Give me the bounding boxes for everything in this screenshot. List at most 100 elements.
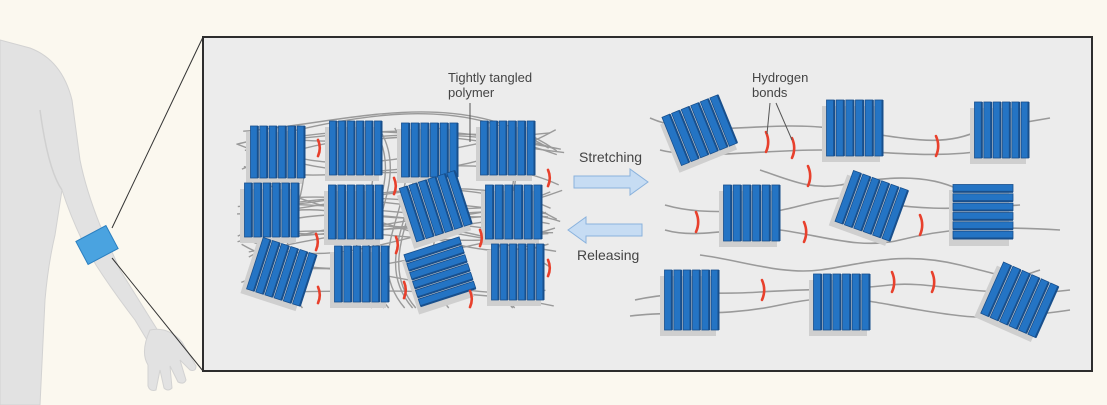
crystal-lamella (374, 184, 383, 240)
crystal-lamella (498, 120, 507, 176)
crystal-lamella-edge (434, 176, 454, 231)
crystal-lamella (523, 184, 533, 240)
polymer-crystal-block-icon (481, 184, 543, 245)
crystal-lamella-edge (1025, 281, 1050, 334)
crystal-lamella (346, 184, 355, 240)
crystal-lamella-edge (1027, 102, 1030, 158)
crystal-lamella-edge (708, 270, 711, 330)
crystal-lamella-edge (533, 121, 536, 175)
crystal-lamella (701, 269, 710, 331)
crystal-lamella (952, 221, 1014, 230)
crystal-lamella (338, 120, 346, 176)
hydrogen-bond-icon (316, 138, 322, 158)
crystal-lamella (500, 243, 508, 301)
crystal-lamella-edge (542, 244, 545, 300)
polymer-crystal-block-icon (719, 184, 781, 247)
crystal-lamella (337, 184, 346, 240)
hydrogen-bond-icon (316, 285, 322, 305)
crystal-lamella (509, 243, 517, 301)
crystal-lamella-edge (492, 185, 495, 239)
zoom-line-bottom (111, 257, 204, 372)
crystal-lamella (244, 182, 253, 238)
crystal-lamella (334, 245, 343, 303)
crystal-lamella-edge (288, 183, 291, 237)
hydrogen-bond-icon (806, 164, 812, 188)
crystal-lamella-edge (344, 185, 347, 239)
crystal-lamella (533, 184, 542, 240)
crystal-lamella-edge (858, 274, 861, 330)
crystal-lamella (673, 269, 682, 331)
crystal-lamella-edge (680, 270, 683, 330)
polymer-crystal-block-icon (949, 184, 1014, 246)
crystal-lamella (952, 184, 1014, 193)
crystal-lamella-edge (443, 173, 464, 228)
crystal-lamella (430, 122, 439, 178)
crystal-lamella (517, 120, 526, 176)
crystal-lamella-edge (256, 126, 259, 178)
crystal-lamella (253, 182, 262, 238)
crystal-lamella-edge (833, 100, 836, 156)
crystal-lamella-edge (524, 244, 527, 300)
crystal-lamella (842, 273, 851, 331)
crystal-lamella-edge (420, 287, 477, 308)
crystal-lamella-edge (868, 274, 871, 330)
crystal-lamella (374, 120, 382, 176)
crystal-lamella-edge (250, 183, 253, 237)
crystal-lamella-edge (405, 242, 462, 263)
crystal-lamella-edge (953, 190, 1013, 193)
crystal-lamella (278, 125, 287, 179)
crystal-lamella-edge (689, 270, 692, 330)
crystal-lamella-edge (524, 121, 527, 175)
crystal-lamella-edge (879, 186, 900, 239)
crystal-lamella-edge (271, 245, 290, 298)
crystal-lamella-edge (446, 123, 449, 177)
crystal-lamella-edge (1006, 273, 1031, 326)
crystal-lamella-edge (359, 246, 362, 302)
crystal-lamella (1002, 101, 1011, 159)
crystal-lamella (508, 120, 517, 176)
crystal-lamella-edge (408, 123, 411, 177)
hydrogen-bond-icon (546, 258, 552, 278)
crystal-lamella (504, 184, 513, 240)
crystal-lamella-edge (415, 182, 435, 237)
crystal-lamella-edge (768, 185, 771, 241)
crystal-lamella (742, 184, 751, 242)
crystal-lamella (410, 122, 420, 178)
polymer-crystal-block-icon (660, 94, 739, 173)
hydrogen-bond-icon (934, 134, 940, 158)
crystal-lamella (813, 273, 822, 331)
hydrogen-bond-icon (478, 228, 484, 248)
crystal-lamella (420, 122, 429, 178)
crystal-lamella-edge (871, 100, 874, 156)
crystal-lamella-edge (380, 121, 383, 175)
hydrogen-bond-icon (394, 235, 400, 255)
crystal-lamella (983, 101, 992, 159)
crystal-lamella-edge (381, 185, 384, 239)
crystal-lamella-edge (716, 94, 739, 144)
crystal-lamella (1020, 101, 1029, 159)
crystal-lamella (682, 269, 691, 331)
crystal-lamella (861, 273, 870, 331)
crystal-lamella-edge (1034, 286, 1060, 338)
hydrogen-bond-icon (402, 280, 408, 300)
crystal-lamella-edge (996, 269, 1022, 322)
crystal-lamella-edge (278, 183, 281, 237)
crystal-lamella (826, 99, 835, 157)
crystal-lamella (835, 99, 845, 157)
hydrogen-bond-icon (790, 136, 796, 160)
hydrogen-bond-icon (314, 232, 320, 252)
crystal-lamella-edge (405, 185, 426, 240)
crystal-lamella (974, 101, 983, 159)
crystal-lamella-edge (707, 98, 729, 148)
crystal-lamella-edge (530, 185, 533, 239)
crystal-lamella-edge (778, 185, 781, 241)
crystal-lamella-edge (417, 123, 420, 177)
polymer-crystal-block-icon (246, 125, 306, 184)
crystal-lamella-edge (456, 123, 459, 177)
crystal-lamella-edge (284, 126, 287, 178)
hydrogen-bond-icon (694, 210, 700, 234)
polymer-crystal-block-icon (828, 170, 909, 246)
crystal-lamella-edge (496, 121, 499, 175)
crystal-lamella-edge (678, 109, 700, 159)
crystal-lamella (259, 125, 268, 179)
